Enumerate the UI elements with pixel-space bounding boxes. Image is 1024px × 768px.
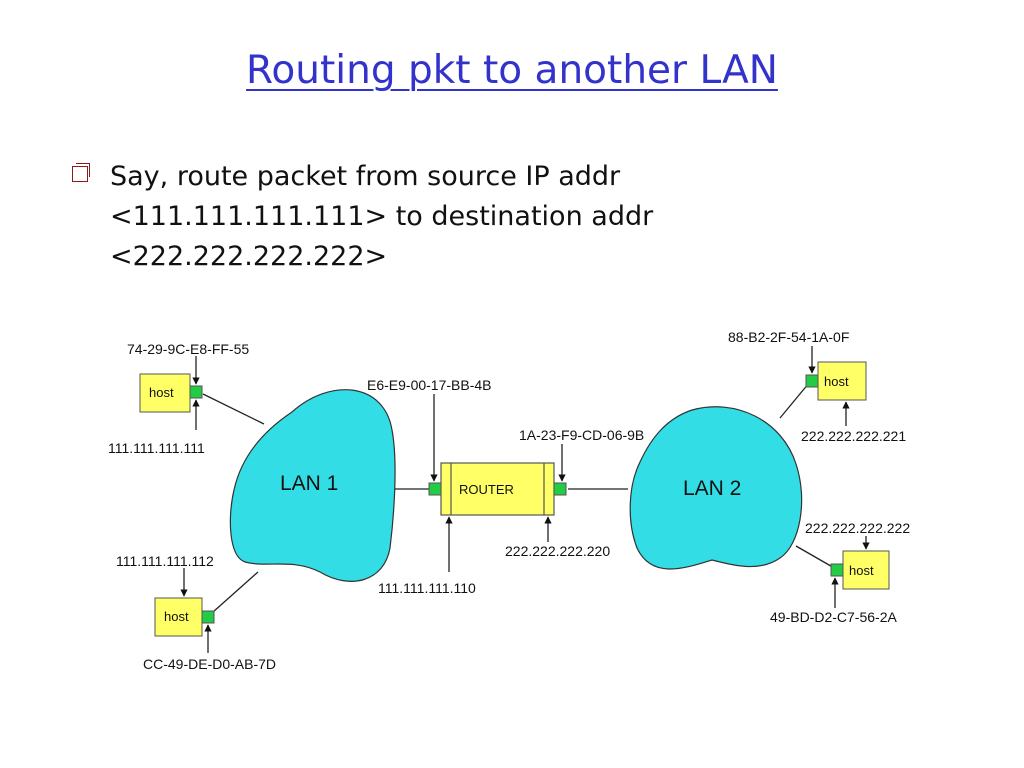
host-c-box [817, 361, 867, 401]
lan2-cloud [629, 406, 803, 570]
checkbox-bullet-icon [72, 163, 90, 182]
lan2-label: LAN 2 [683, 477, 741, 500]
router-ip-right-label: 222.222.222.220 [505, 543, 610, 559]
host-d-box [842, 550, 890, 590]
host-d-adapter [830, 563, 844, 577]
router-box [440, 462, 555, 516]
host-c-adapter [805, 374, 819, 388]
link-host-a-lan1 [202, 393, 265, 425]
bullet-line-2: <111.111.111.111> to destination addr [110, 201, 654, 232]
host-a-ip-label: 111.111.111.111 [108, 440, 205, 456]
link-host-b-lan1 [212, 571, 259, 613]
host-c-mac-label: 88-B2-2F-54-1A-0F [728, 329, 849, 345]
lan1-cloud [229, 389, 396, 582]
router: ROUTER [428, 462, 567, 516]
pointer-arrows [180, 346, 870, 653]
host-c-ip-label: 222.222.222.221 [801, 428, 906, 444]
host-b-label: host [164, 609, 189, 624]
router-adapter-left [428, 482, 442, 496]
host-b-ip-label: 111.111.111.112 [116, 553, 214, 569]
host-c-label: host [824, 374, 849, 389]
host-b-mac-label: CC-49-DE-D0-AB-7D [143, 656, 276, 672]
bullet-text: Say, route packet from source IP addr <1… [110, 157, 970, 277]
host-a-adapter [189, 385, 203, 399]
host-b: host [154, 597, 215, 637]
host-b-adapter [201, 610, 215, 624]
link-host-d-lan2 [795, 545, 837, 570]
lan1-label: LAN 1 [280, 472, 338, 495]
host-d-label: host [849, 563, 874, 578]
host-d: host [830, 550, 890, 590]
host-a: host [139, 373, 203, 413]
link-host-c-lan2 [779, 382, 810, 419]
bullet-line-1: Say, route packet from source IP addr [110, 161, 621, 192]
host-a-box [139, 373, 191, 413]
links [202, 382, 837, 613]
router-mac-right-label: 1A-23-F9-CD-06-9B [519, 427, 644, 443]
host-a-label: host [149, 385, 174, 400]
router-adapter-right [553, 482, 567, 496]
host-a-mac-label: 74-29-9C-E8-FF-55 [127, 341, 249, 357]
router-label: ROUTER [459, 482, 514, 497]
host-c: host [805, 361, 867, 401]
router-ip-left-label: 111.111.111.110 [378, 580, 476, 596]
router-mac-left-label: E6-E9-00-17-BB-4B [367, 377, 492, 393]
slide-title: Routing pkt to another LAN [246, 48, 778, 93]
bullet-line-3: <222.222.222.222> [110, 241, 388, 272]
host-d-ip-label: 222.222.222.222 [805, 520, 910, 536]
host-d-mac-label: 49-BD-D2-C7-56-2A [770, 609, 897, 625]
